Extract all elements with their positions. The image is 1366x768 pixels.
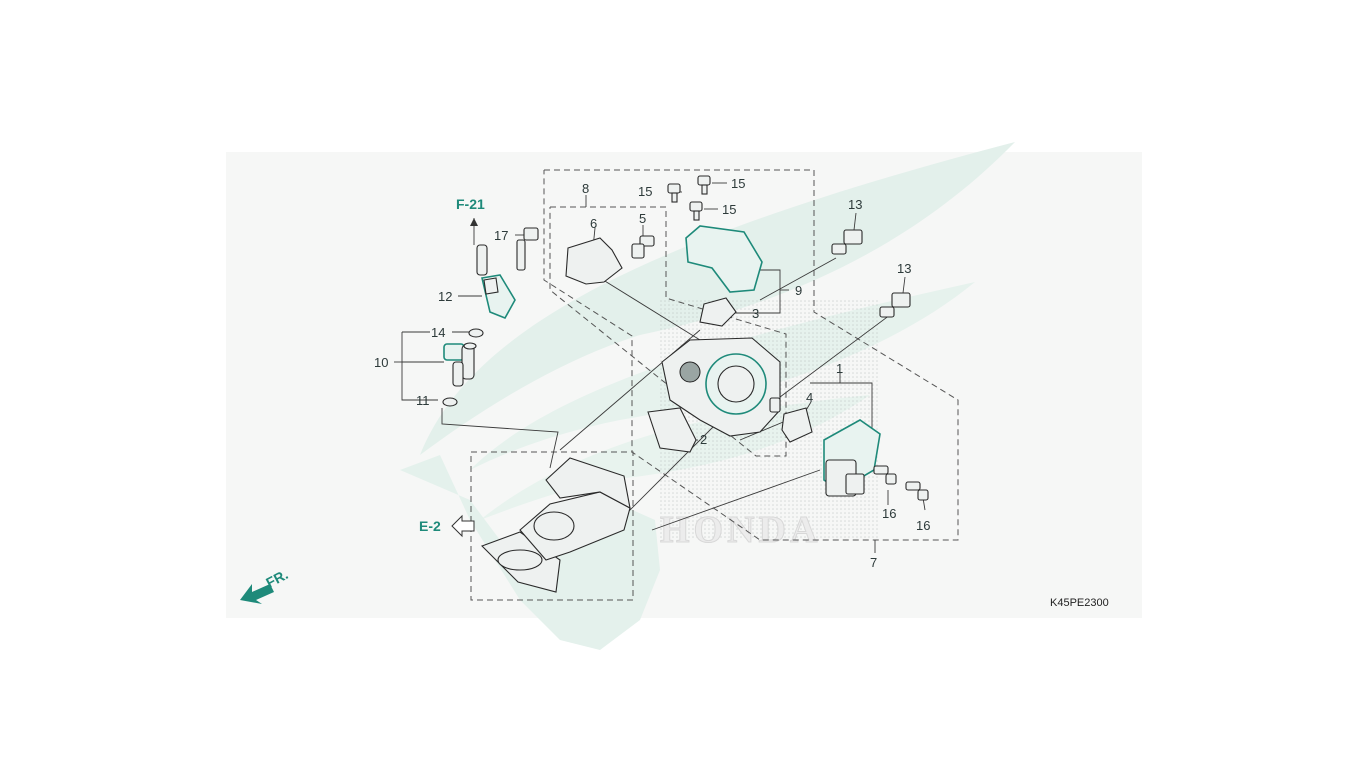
screw-16b xyxy=(905,481,929,501)
callout-14[interactable]: 14 xyxy=(431,325,445,340)
callout-10[interactable]: 10 xyxy=(374,355,388,370)
callout-8[interactable]: 8 xyxy=(582,181,589,196)
ref-label-e2[interactable]: E-2 xyxy=(419,518,441,534)
bolt-13a xyxy=(831,229,863,255)
callout-13b[interactable]: 13 xyxy=(897,261,911,276)
callout-13a[interactable]: 13 xyxy=(848,197,862,212)
callout-16b[interactable]: 16 xyxy=(916,518,930,533)
intake-manifold xyxy=(481,457,631,593)
callout-15c[interactable]: 15 xyxy=(722,202,736,217)
callout-2[interactable]: 2 xyxy=(700,432,707,447)
gasket-3 xyxy=(699,297,737,327)
callout-16a[interactable]: 16 xyxy=(882,506,896,521)
callout-17[interactable]: 17 xyxy=(494,228,508,243)
fuel-feed-joint xyxy=(476,244,516,320)
diagram-code: K45PE2300 xyxy=(1050,597,1109,609)
bolt-13b xyxy=(879,292,911,318)
ref-f21-arrow xyxy=(470,218,478,226)
gasket-4 xyxy=(781,407,813,443)
callout-1[interactable]: 1 xyxy=(836,361,843,376)
sensor-unit xyxy=(823,419,881,497)
ref-label-f21[interactable]: F-21 xyxy=(456,196,485,212)
callout-3[interactable]: 3 xyxy=(752,306,759,321)
callout-7[interactable]: 7 xyxy=(870,555,877,570)
callout-15b[interactable]: 15 xyxy=(731,176,745,191)
callout-9[interactable]: 9 xyxy=(795,283,802,298)
throttle-body xyxy=(661,337,781,437)
injector xyxy=(443,342,477,387)
ref-e2-arrow xyxy=(451,514,475,538)
callout-15a[interactable]: 15 xyxy=(638,184,652,199)
callout-12[interactable]: 12 xyxy=(438,289,452,304)
callout-4[interactable]: 4 xyxy=(806,390,813,405)
callout-11[interactable]: 11 xyxy=(416,393,430,408)
callout-6[interactable]: 6 xyxy=(590,216,597,231)
o-ring-14 xyxy=(468,328,484,338)
leader-lines xyxy=(394,182,926,553)
screw-15b xyxy=(697,175,711,195)
screw-15c xyxy=(689,201,703,221)
screw-15a xyxy=(667,183,681,203)
gasket-2 xyxy=(647,407,697,453)
watermark-text: HONDA xyxy=(660,509,821,551)
screw-5 xyxy=(631,235,655,259)
bolt-17 xyxy=(516,227,539,271)
parts xyxy=(442,175,929,593)
throttle-cover xyxy=(685,225,763,293)
o-ring-11 xyxy=(442,397,458,407)
bracket xyxy=(565,237,623,285)
front-arrow xyxy=(240,584,274,604)
screw-16a xyxy=(873,465,897,485)
callout-5[interactable]: 5 xyxy=(639,211,646,226)
